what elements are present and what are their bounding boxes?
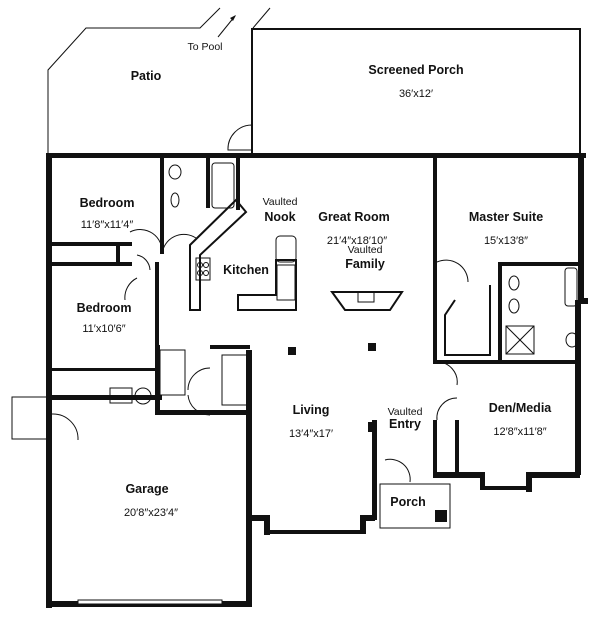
front-porch-outline bbox=[379, 483, 451, 529]
garage-label: Garage bbox=[125, 482, 168, 496]
bath-fixtures bbox=[109, 162, 579, 406]
patio-outline bbox=[47, 7, 221, 155]
family-note: Vaulted bbox=[348, 244, 383, 256]
garage-side-step bbox=[11, 396, 49, 440]
pool-path-line bbox=[252, 7, 271, 29]
fireplace-insert bbox=[357, 291, 375, 303]
patio-label: Patio bbox=[131, 69, 162, 83]
bedroom1-label: Bedroom bbox=[80, 196, 135, 210]
fireplace bbox=[330, 291, 404, 311]
kitchen-label: Kitchen bbox=[223, 263, 269, 277]
bedroom2-label: Bedroom bbox=[77, 301, 132, 315]
entry-note: Vaulted bbox=[388, 406, 423, 418]
to-pool-label: To Pool bbox=[187, 41, 222, 53]
arrow-head-icon bbox=[230, 15, 236, 21]
bedroom2-size: 11′x10′6″ bbox=[82, 323, 125, 335]
kitchen-cabinets bbox=[189, 198, 297, 311]
family-label: Family bbox=[345, 257, 385, 271]
porch-column bbox=[435, 510, 447, 522]
nook-label: Nook bbox=[264, 210, 295, 224]
screened-porch-label: Screened Porch bbox=[368, 63, 463, 77]
screened-porch-size: 36′x12′ bbox=[399, 88, 433, 100]
living-size: 13′4″x17′ bbox=[289, 428, 333, 440]
den-size: 12′8″x11′8″ bbox=[493, 426, 546, 438]
master-suite-label: Master Suite bbox=[469, 210, 543, 224]
den-label: Den/Media bbox=[489, 401, 553, 415]
nook-note: Vaulted bbox=[263, 196, 298, 208]
living-label: Living bbox=[293, 403, 330, 417]
entry-label: Entry bbox=[389, 417, 421, 431]
great-room-label: Great Room bbox=[318, 210, 390, 224]
porch-label: Porch bbox=[390, 495, 425, 509]
garage-door-outline bbox=[77, 599, 223, 605]
garage-size: 20′8″x23′4″ bbox=[124, 507, 178, 519]
porch-door bbox=[227, 124, 253, 151]
bedroom1-size: 11′8″x11′4″ bbox=[81, 219, 134, 231]
doors bbox=[51, 229, 469, 483]
master-suite-size: 15′x13′8″ bbox=[484, 235, 528, 247]
interior-walls bbox=[52, 158, 578, 476]
great-room-size: 21′4″x18′10″ bbox=[327, 235, 387, 247]
